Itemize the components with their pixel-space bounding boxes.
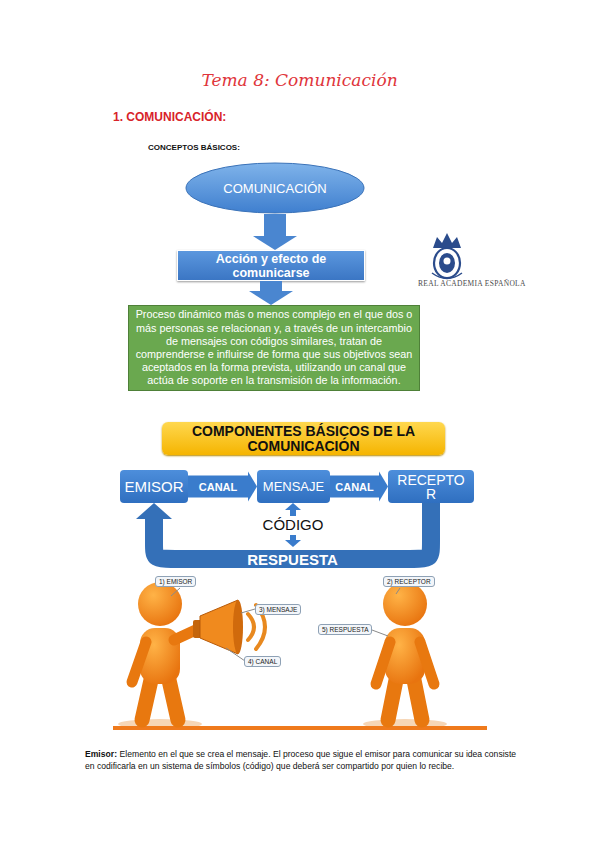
edge-label: CANAL xyxy=(199,481,238,493)
code-label: CÓDIGO xyxy=(263,516,324,533)
arrow-head xyxy=(253,236,297,250)
callout-label: 5) RESPUESTA xyxy=(318,624,372,635)
logo-text: REAL ACADEMIA ESPAÑOLA xyxy=(418,279,526,288)
figure-arm xyxy=(132,642,146,682)
arrow-shaft xyxy=(330,476,380,498)
figure-head xyxy=(138,582,182,626)
figure-leg xyxy=(169,680,178,720)
arrow-shaft xyxy=(260,281,282,292)
section-heading: 1. COMUNICACIÓN: xyxy=(113,110,226,124)
node-text: COMPONENTES BÁSICOS DE LA COMUNICACIÓN xyxy=(172,424,435,453)
description-box: Proceso dinámico más o menos complejo en… xyxy=(128,305,420,391)
section-banner: COMPONENTES BÁSICOS DE LA COMUNICACIÓN xyxy=(162,422,445,455)
crest-emblem xyxy=(444,258,451,265)
callout-label: 2) RECEPTOR xyxy=(383,576,435,587)
arrow-head xyxy=(249,291,293,305)
leader-line xyxy=(241,609,255,613)
callout-label: 1) EMISOR xyxy=(155,576,196,587)
leader-line xyxy=(226,648,245,661)
megaphone-bell xyxy=(233,600,243,654)
callout-label: 3) MENSAJE xyxy=(255,604,301,615)
page-title: Tema 8: Comunicación xyxy=(0,70,599,90)
rae-crest xyxy=(432,233,462,279)
definition-box: Acción y efecto de comunicarse xyxy=(177,250,365,281)
node-text: COMUNICACIÓN xyxy=(223,181,326,196)
ground-line xyxy=(113,726,487,730)
figure-head xyxy=(383,582,427,626)
figure-leg xyxy=(414,680,422,720)
sound-wave xyxy=(248,614,254,640)
node-text: Proceso dinámico más o menos complejo en… xyxy=(135,308,413,387)
arrow-head xyxy=(136,503,172,519)
flow-arrow xyxy=(330,472,388,502)
node-text: Acción y efecto de comunicarse xyxy=(178,252,364,280)
ellipse-shape xyxy=(186,163,364,213)
figure-leg xyxy=(388,680,396,720)
component-box: EMISOR xyxy=(120,470,188,503)
arrow-shaft xyxy=(264,214,286,237)
node-text: EMISOR xyxy=(124,478,183,495)
subheading: CONCEPTOS BÁSICOS: xyxy=(148,143,240,152)
crest-center xyxy=(439,253,455,273)
callout-label: 4) CANAL xyxy=(244,656,281,667)
crest-shield xyxy=(434,248,460,278)
leader-line xyxy=(396,588,400,594)
receiver-figure xyxy=(376,582,434,720)
sender-figure xyxy=(132,582,200,720)
definition-text: Elemento en el que se crea el mensaje. E… xyxy=(85,749,516,771)
edge-label: RESPUESTA xyxy=(247,551,338,568)
arrow-shaft xyxy=(290,509,296,516)
node-text: RECEPTO R xyxy=(396,473,466,501)
megaphone-cone xyxy=(200,600,238,654)
edge-label: CANAL xyxy=(335,481,374,493)
leader-line xyxy=(372,630,388,636)
crest-crown xyxy=(433,233,461,248)
concept-ellipse: COMUNICACIÓN xyxy=(185,162,365,214)
arrow-head xyxy=(285,503,301,510)
figure-arm xyxy=(420,642,434,684)
arrow-shaft xyxy=(188,476,249,498)
leader-lines xyxy=(171,588,400,661)
arrow-head xyxy=(379,472,388,502)
arrow-head xyxy=(285,540,301,547)
term-bold: Emisor: xyxy=(85,749,117,759)
figure-arm xyxy=(376,642,390,684)
component-box: MENSAJE xyxy=(257,470,330,503)
flow-arrow xyxy=(249,281,293,305)
arrow-head xyxy=(248,472,257,502)
flow-arrow xyxy=(253,214,297,250)
component-box: RECEPTO R xyxy=(388,470,474,503)
node-text: MENSAJE xyxy=(263,479,324,494)
crest-ribbon xyxy=(432,273,462,279)
flow-arrow xyxy=(188,472,257,502)
leader-line xyxy=(171,588,180,596)
figure-leg xyxy=(142,680,151,720)
paragraph: Emisor:Elemento en el que se crea el men… xyxy=(85,748,519,773)
